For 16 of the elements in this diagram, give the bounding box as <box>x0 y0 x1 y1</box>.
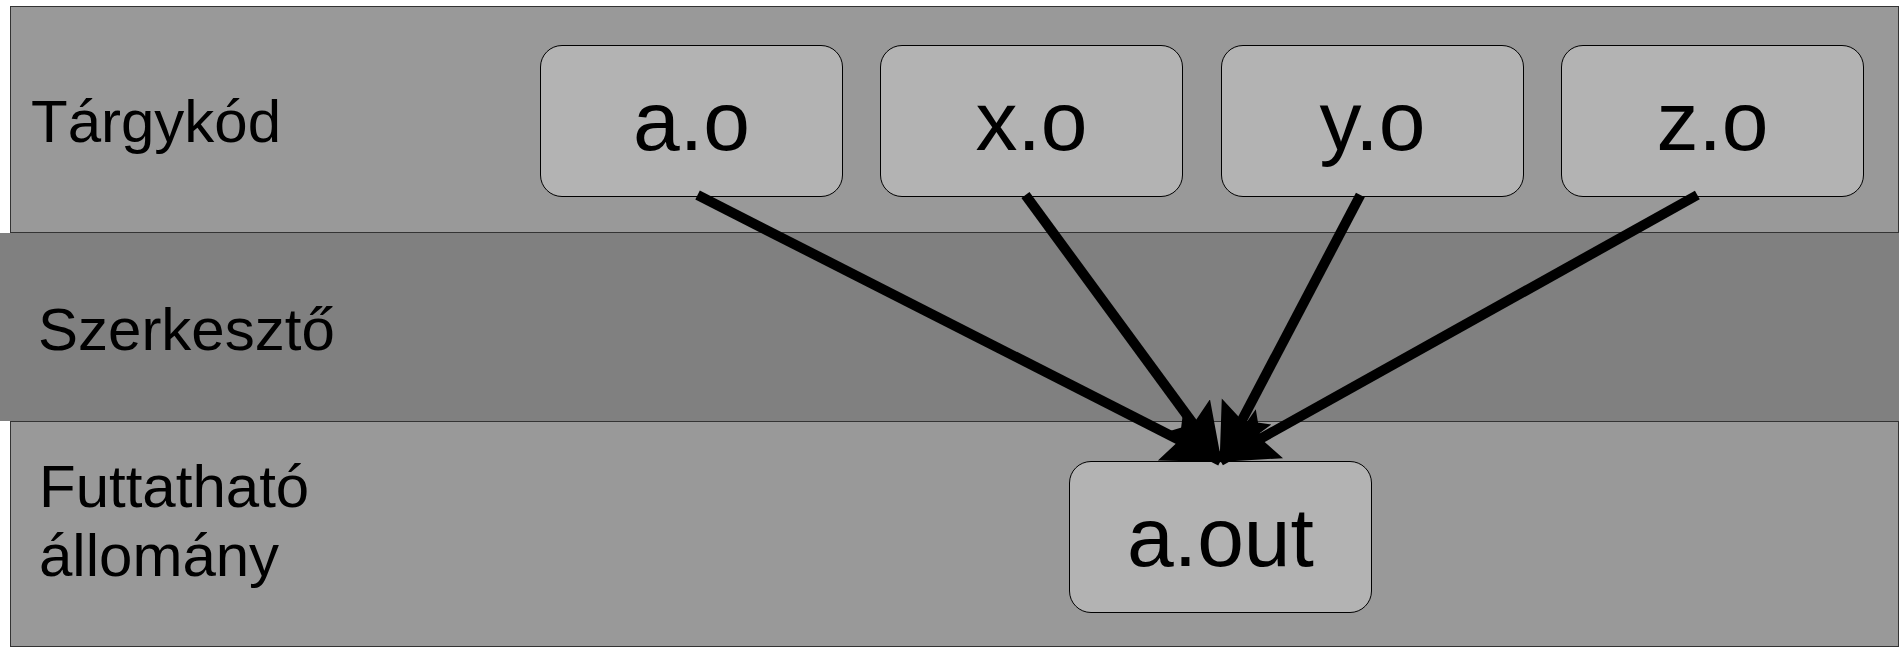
file-box <box>880 45 1183 197</box>
stage-label: Szerkesztő <box>38 295 335 364</box>
file-name: z.o <box>1656 79 1769 163</box>
file-box <box>1221 45 1524 197</box>
stage-label: Tárgykód <box>31 87 282 156</box>
file-name: a.o <box>633 79 750 163</box>
stage-label: Futtatható állomány <box>39 452 311 590</box>
file-box <box>1069 461 1372 613</box>
file-name: x.o <box>975 79 1088 163</box>
arrow <box>695 190 1223 466</box>
file-box <box>1561 45 1864 197</box>
arrow <box>1218 190 1700 466</box>
file-name: a.out <box>1127 495 1314 579</box>
stage-band <box>10 421 1899 647</box>
stage-band <box>10 6 1899 233</box>
file-box <box>540 45 843 197</box>
